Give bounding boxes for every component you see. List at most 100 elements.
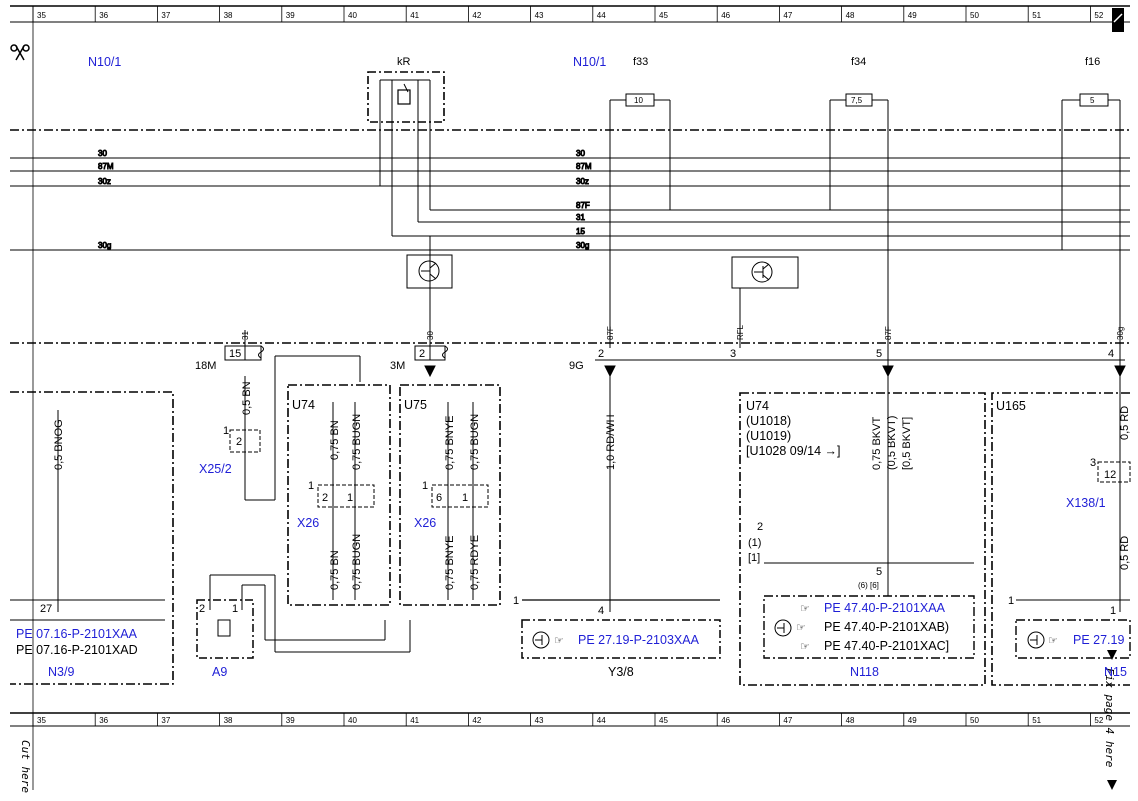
n3-9-ref-link[interactable]: PE 07.16-P-2101XAD xyxy=(16,643,138,657)
n15-pin: 1 xyxy=(1110,605,1116,617)
n118-pin: 2 xyxy=(757,521,763,533)
component-box-u74-u75 xyxy=(287,384,501,606)
u165-wiring xyxy=(1016,376,1131,612)
transistor-icon xyxy=(774,619,792,637)
pointer-hand-icon: ☞ xyxy=(800,641,810,653)
column-number: 44 xyxy=(597,11,606,20)
pin-30g-label: 30g xyxy=(1116,327,1125,340)
u74-right-variant: [U1028 09/14 →] xyxy=(746,444,841,458)
u75-label: U75 xyxy=(404,398,427,412)
pin-30-label: 30 xyxy=(426,331,435,340)
pin-87f-label: 87F xyxy=(884,326,893,340)
n15-pin: 1 xyxy=(1008,595,1014,607)
u74-right-variant: (U1018) xyxy=(746,414,791,428)
column-number: 50 xyxy=(970,11,979,20)
column-number: 38 xyxy=(224,716,233,725)
wire-label: 0,75 BNYE xyxy=(444,536,456,590)
fix-page-label: Fix page 4 here xyxy=(1103,668,1116,768)
column-number: 35 xyxy=(37,716,46,725)
column-number: 51 xyxy=(1032,11,1041,20)
column-number: 46 xyxy=(721,11,730,20)
arrow-down-icon xyxy=(1107,780,1117,790)
bus-label: 15 xyxy=(576,227,585,236)
x25-2-label: X25/2 xyxy=(199,462,232,476)
pin-rfl-label: RFL xyxy=(736,324,745,340)
wire-rd-label: 0,5 RD xyxy=(1119,406,1131,440)
column-number: 47 xyxy=(783,716,792,725)
column-number: 42 xyxy=(472,716,481,725)
wire-label: 0,75 BN xyxy=(329,420,341,460)
bus-label: 87M xyxy=(576,162,592,171)
wire-label: 0,75 BUGN xyxy=(469,414,481,470)
arrow-down-icon xyxy=(1107,650,1117,660)
x25-2-pin: 2 xyxy=(236,436,242,448)
column-number: 42 xyxy=(472,11,481,20)
y3-8-pin: 4 xyxy=(598,605,604,617)
n15-label: N15 xyxy=(1104,665,1127,679)
column-number: 49 xyxy=(908,716,917,725)
column-number: 37 xyxy=(161,11,170,20)
pointer-hand-icon: ☞ xyxy=(796,622,806,634)
wire-bnog-label: 0,5 BNOG xyxy=(53,419,65,470)
x26-pin: 1 xyxy=(347,492,353,504)
n118-ref-link[interactable]: PE 47.40-P-2101XAB) xyxy=(824,620,949,634)
column-number: 41 xyxy=(410,11,419,20)
pin-87f-label: 87F xyxy=(606,326,615,340)
column-number: 47 xyxy=(783,11,792,20)
x26-label: X26 xyxy=(297,516,319,530)
wire-label: 0,75 BUGN xyxy=(351,414,363,470)
f34-label: f34 xyxy=(851,56,866,68)
column-number: 36 xyxy=(99,11,108,20)
kr-label: kR xyxy=(397,56,411,68)
column-number: 43 xyxy=(535,716,544,725)
x25-2-pin: 1 xyxy=(223,425,229,437)
column-number: 43 xyxy=(535,11,544,20)
column-number: 44 xyxy=(597,716,606,725)
u74-right-variant: (U1019) xyxy=(746,429,791,443)
u74-right-label: U74 xyxy=(746,399,769,413)
component-box-u165 xyxy=(991,392,1131,686)
vertical-feeds xyxy=(244,128,1121,370)
n118-wiring xyxy=(764,376,974,596)
connector-9g-pin: 3 xyxy=(730,348,736,360)
n3-9-ref-link[interactable]: PE 07.16-P-2101XAA xyxy=(16,627,138,641)
column-ticks: 3535363637373838393940404141424243434444… xyxy=(32,6,1104,726)
y3-8-ref-link[interactable]: PE 27.19-P-2103XAA xyxy=(578,633,700,647)
wire-bn-label: 0,5 BN xyxy=(241,381,253,415)
fuse-f16-rating: 5 xyxy=(1090,96,1095,105)
a9-pin: 2 xyxy=(199,603,205,615)
wire-bkvt-label: 0,75 BKVT xyxy=(871,417,883,470)
page-corner-icon xyxy=(1112,8,1124,32)
column-number: 50 xyxy=(970,716,979,725)
a9-label: A9 xyxy=(212,665,227,679)
column-number: 51 xyxy=(1032,716,1041,725)
wire-rd-label: 0,5 RD xyxy=(1119,536,1131,570)
n118-label: N118 xyxy=(850,665,879,679)
fuses xyxy=(609,93,1121,128)
component-box-n3-9 xyxy=(10,391,174,685)
column-number: 45 xyxy=(659,716,668,725)
transistor-icon xyxy=(731,256,799,289)
column-number: 41 xyxy=(410,716,419,725)
n118-pin: [1] xyxy=(748,552,760,564)
wire-label: 0,75 BUGN xyxy=(351,534,363,590)
f33-label: f33 xyxy=(633,56,648,68)
y3-8-pin: 1 xyxy=(513,595,519,607)
n15-ref-link[interactable]: PE 27.19 xyxy=(1073,633,1124,647)
column-number: 38 xyxy=(224,11,233,20)
n118-ref-link[interactable]: PE 47.40-P-2101XAC] xyxy=(824,639,949,653)
u165-label: U165 xyxy=(996,399,1026,413)
n118-pin: (6) [6] xyxy=(858,581,879,590)
pin-31-label: 31 xyxy=(241,331,250,340)
n10-1-left-label: N10/1 xyxy=(88,55,121,69)
u74-u75-wiring xyxy=(317,402,489,600)
wire-bkvt-label: (0,5 BKVT) xyxy=(886,416,898,470)
connector-18m-label: 18M xyxy=(195,360,216,372)
wire-label: 0,75 BN xyxy=(329,550,341,590)
n118-ref-link[interactable]: PE 47.40-P-2101XAA xyxy=(824,601,946,615)
connector-row xyxy=(224,345,1126,378)
bus-label: 87M xyxy=(98,162,114,171)
bus-label: 30g xyxy=(576,241,589,250)
